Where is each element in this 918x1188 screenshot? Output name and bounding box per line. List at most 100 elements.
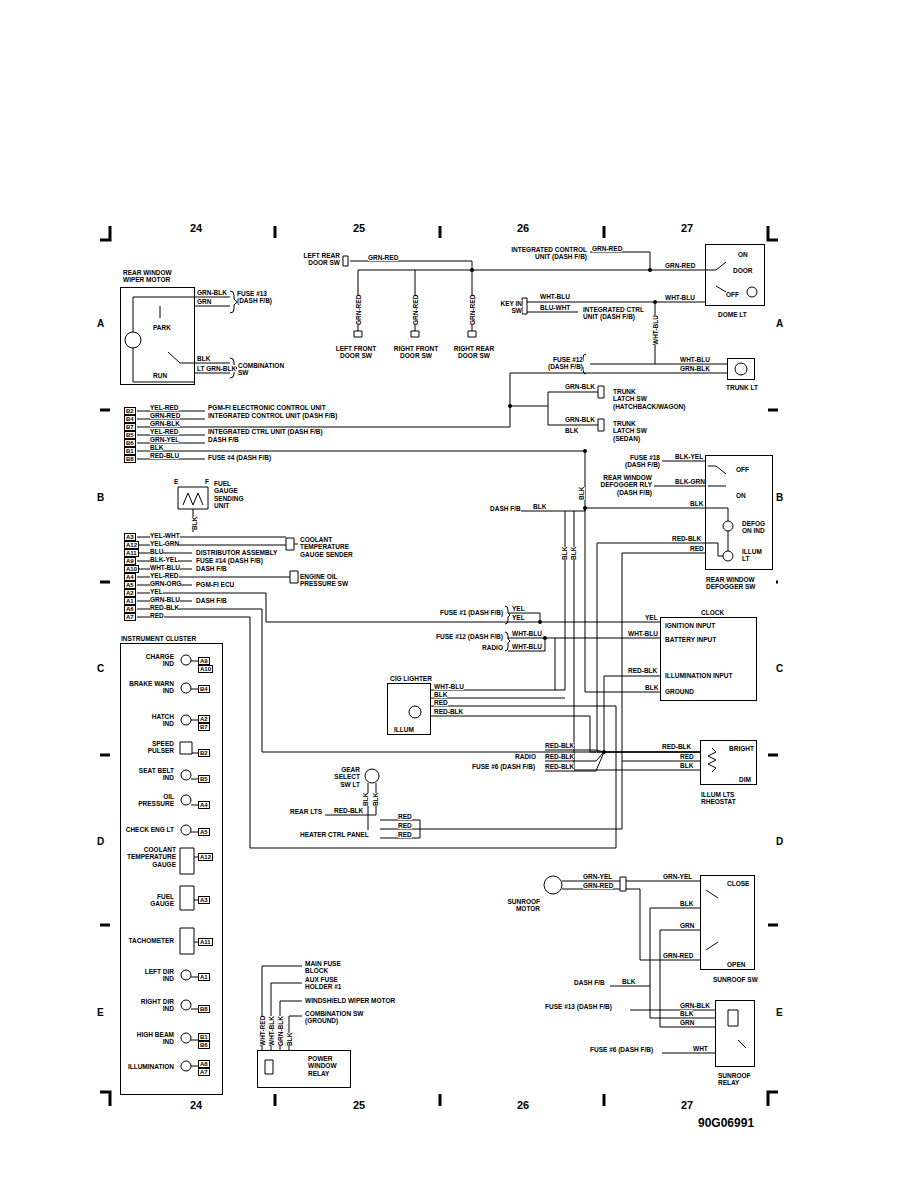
grid-reference: 26 [517,222,529,235]
wire-label: RADIO [482,644,503,651]
component-box: BRIGHTDIMILLUM LTS RHEOSTAT [700,740,757,785]
pin-number: B2 [198,749,210,757]
wire-label: BLK [561,547,568,560]
wiring-symbol [648,268,652,272]
pin-number: B4 [124,415,136,423]
wiring-symbol [181,715,191,725]
wiring-symbol [125,332,141,348]
component-box: REAR WINDOW WIPER MOTORPARKRUN [120,287,195,385]
component-label: DOOR [733,267,753,274]
pin-number: B6 [198,1041,210,1049]
wiring-symbol [262,966,302,1074]
component-box: POWER WINDOW RELAY [257,1050,351,1088]
wiring-symbol [580,354,655,374]
pin-number: B7 [124,423,136,431]
wire-label: SPEED PULSER [144,740,174,755]
wire-label: FUSE #1 (DASH F/B) [440,609,503,616]
wire-label: BLK [434,691,447,698]
wire-label: WHT-BLU [628,630,658,637]
wire-label: FUEL GAUGE [144,893,174,908]
wire-label: YEL-RED [150,404,179,411]
wire-label: HIGH BEAM IND [134,1031,174,1046]
grid-reference: 90G06991 [698,1117,754,1131]
wire-label: GRN-BLK [277,1016,284,1046]
wire-label: FUSE #12 (DASH F/B) [436,633,503,640]
wire-label: WHT-BLU [665,294,695,301]
wire-label: MAIN FUSE BLOCK [305,960,349,975]
wire-label: SEAT BELT IND [136,767,174,782]
wire-label: GRN [197,298,211,305]
pin-number: A2 [198,715,210,723]
wiring-symbol [181,825,191,835]
wire-label: RIGHT REAR DOOR SW [452,345,496,360]
wire-label: GRN-RED [150,412,180,419]
grid-reference: 25 [353,1099,365,1112]
wire-label: LEFT REAR DOOR SW [300,252,340,267]
grid-reference: A [97,318,104,330]
wire-connector [660,930,715,1027]
wire-label: REAR LTS [290,808,322,815]
wiring-symbol [195,291,237,378]
wire-label: BLK [578,487,585,500]
pin-number: A1 [124,597,136,605]
component-label: ILLUM LT [742,548,770,563]
wiring-symbol [622,461,705,829]
pin-number: B6 [124,439,136,447]
wire-label: SUNROOF MOTOR [500,898,540,913]
pin-number: A10 [198,665,213,673]
wire-label: RED-BLK [545,742,574,749]
wiring-symbol [181,1061,191,1071]
component-label: ILLUM [394,726,414,733]
wire-label: BLK [372,793,379,806]
wire-label: ILLUMINATION [122,1063,174,1070]
wire-label: BLK [150,444,163,451]
component-label: DIM [739,776,751,783]
grid-reference: 26 [517,1099,529,1112]
wiring-symbol [508,404,512,408]
grid-reference: C [776,663,783,675]
wire-label: ENGINE OIL PRESSURE SW [300,573,350,588]
wire-label: WHT-BLU [512,643,542,650]
component-box: OFFONDEFOG ON INDILLUM LTREAR WINDOW DEF… [705,455,773,570]
component-label: BRIGHT [729,745,754,752]
component-label: OPEN [727,961,745,968]
component-label: TRUNK LT [726,384,758,391]
wire-label: OIL PRESSURE [136,793,174,808]
wire-label: RED [398,822,412,829]
wire-label: FUSE #6 (DASH F/B) [472,763,535,770]
wiring-symbol [181,655,191,665]
component-label: ILLUM LTS RHEOSTAT [701,791,749,806]
pin-number: A7 [198,1068,210,1076]
wire-label: COOLANT TEMPERATURE GAUGE SENDER [300,536,358,558]
wire-label: RED-BLK [150,604,179,611]
wire-label: DISTRIBUTOR ASSEMBLY [196,549,277,556]
wire-label: FUSE #13 (DASH F/B) [545,1003,612,1010]
wire-label: GRN-BLU [150,596,180,603]
component-label: GROUND [665,688,694,695]
component-label: DOME LT [718,311,747,318]
component-label: CLOSE [727,880,749,887]
wire-label: E [174,478,178,485]
wiring-symbol [562,877,715,1053]
grid-reference: 27 [681,222,693,235]
wire-label: RED-BLK [545,753,574,760]
wire-label: RED-BLK [672,535,701,542]
wiring-symbol [723,521,733,531]
wire-label: RED [434,699,448,706]
wire-label: LEFT DIR IND [134,968,174,983]
wire-label: RED-BLK [628,667,657,674]
wire-label: DASH F/B [196,565,227,572]
wire-label: DASH F/B [574,979,605,986]
component-label: BATTERY INPUT [665,636,716,643]
wire-label: INTEGRATED CTRL UNIT (DASH F/B) [208,428,323,435]
wiring-symbol [343,256,476,337]
pin-number: A6 [124,605,136,613]
wire-label: TRUNK LATCH SW (SEDAN) [613,420,649,442]
wire-label: FUSE #13 (DASH F/B) [237,290,283,305]
grid-reference: D [776,836,783,848]
grid-mark [100,226,778,1106]
wiring-symbol [181,970,191,980]
wire-label: BLK-GRN [675,478,705,485]
component-label: ON [738,251,748,258]
component-label: DEFOG ON IND [742,520,770,535]
